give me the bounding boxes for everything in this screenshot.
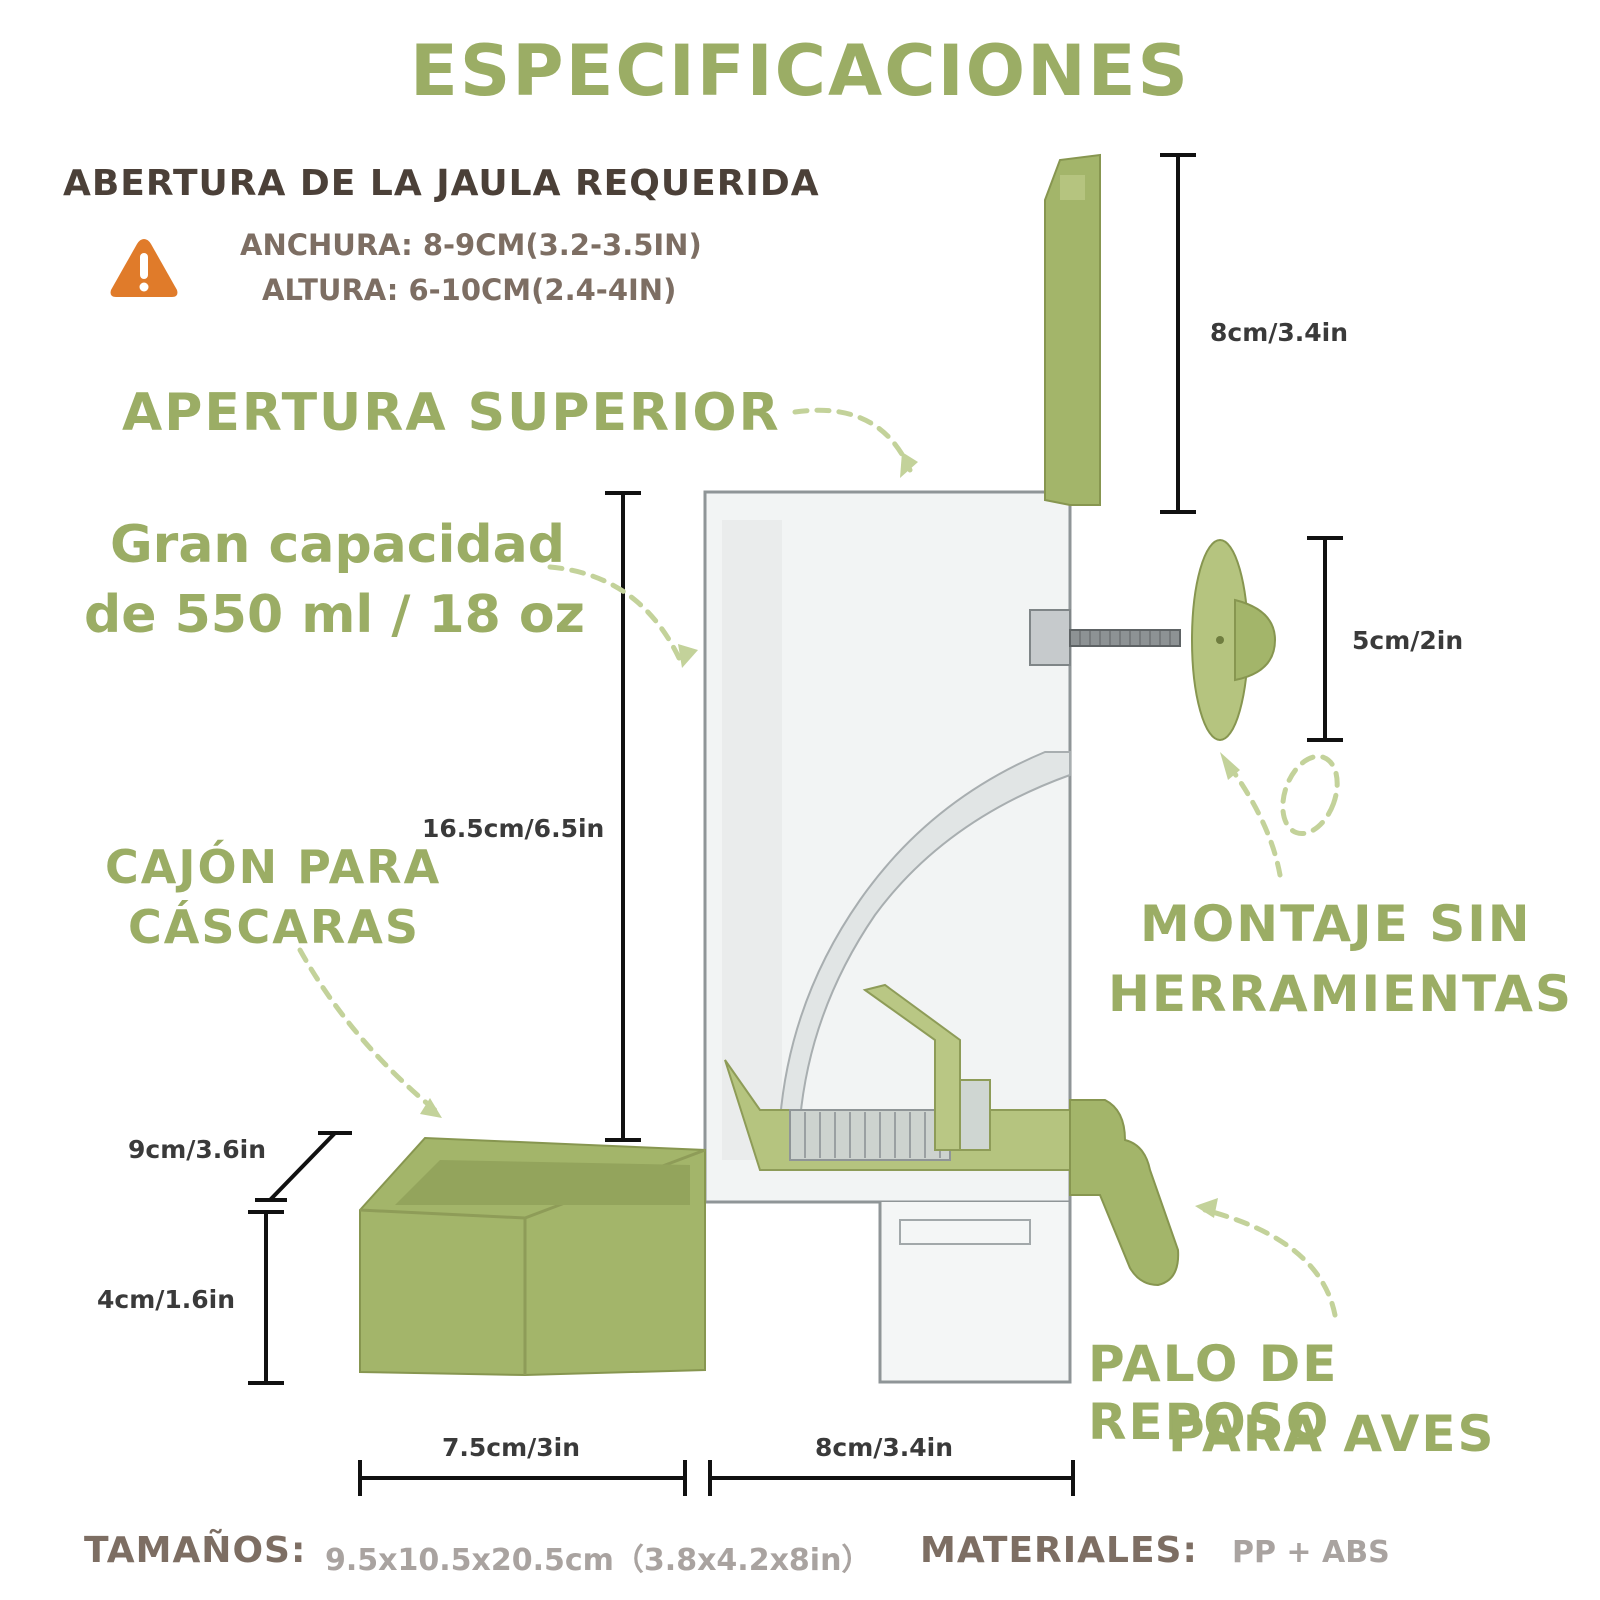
sizes-value: 9.5x10.5x20.5cm（3.8x4.2x8in） <box>325 1543 872 1578</box>
sizes-label: TAMAÑOS: <box>84 1530 307 1571</box>
perch <box>1069 1099 1180 1287</box>
feature-top-opening: APERTURA SUPERIOR <box>122 383 781 443</box>
feature-capacity-line1: Gran capacidad <box>110 515 565 575</box>
feature-tool-free-line2: HERRAMIENTAS <box>1108 965 1573 1023</box>
bracket <box>1029 609 1071 666</box>
cage-opening-height: ALTURA: 6-10CM(2.4-4IN) <box>262 273 677 307</box>
screw <box>1069 629 1181 647</box>
lid <box>1044 153 1101 506</box>
dimension-drawer-width: 7.5cm/3in <box>442 1433 581 1462</box>
materials-value: PP + ABS <box>1232 1535 1390 1570</box>
arrow-top-opening <box>792 407 913 473</box>
arrow-tool-free <box>1222 757 1283 878</box>
dimension-body-width: 8cm/3.4in <box>815 1433 954 1462</box>
feature-capacity-line2: de 550 ml / 18 oz <box>84 585 585 645</box>
feature-tool-free-line1: MONTAJE SIN <box>1140 895 1532 953</box>
cage-opening-heading: ABERTURA DE LA JAULA REQUERIDA <box>63 163 820 204</box>
feature-drawer-line2: CÁSCARAS <box>128 900 420 954</box>
warning-icon <box>110 239 178 297</box>
lower-chamber <box>705 1200 1072 1384</box>
arrow-perch <box>1202 1207 1338 1318</box>
materials-label: MATERIALES: <box>920 1530 1198 1571</box>
arrow-capacity <box>547 564 683 663</box>
dimension-lid-height: 8cm/3.4in <box>1210 318 1349 347</box>
page-title: ESPECIFICACIONES <box>410 30 1190 112</box>
dimension-body-height: 16.5cm/6.5in <box>422 814 605 843</box>
feature-perch-line2: PARA AVES <box>1168 1405 1496 1463</box>
cage-opening-width: ANCHURA: 8-9CM(3.2-3.5IN) <box>240 228 702 262</box>
dimension-screw-disc: 5cm/2in <box>1352 626 1464 655</box>
feature-drawer-line1: CAJÓN PARA <box>105 840 442 894</box>
feature-perch-line1: PALO DE REPOSO <box>1088 1335 1339 1451</box>
arrow-drawer <box>297 947 438 1113</box>
dimension-drawer-height: 4cm/1.6in <box>97 1285 236 1314</box>
dimension-drawer-depth: 9cm/3.6in <box>128 1135 267 1164</box>
